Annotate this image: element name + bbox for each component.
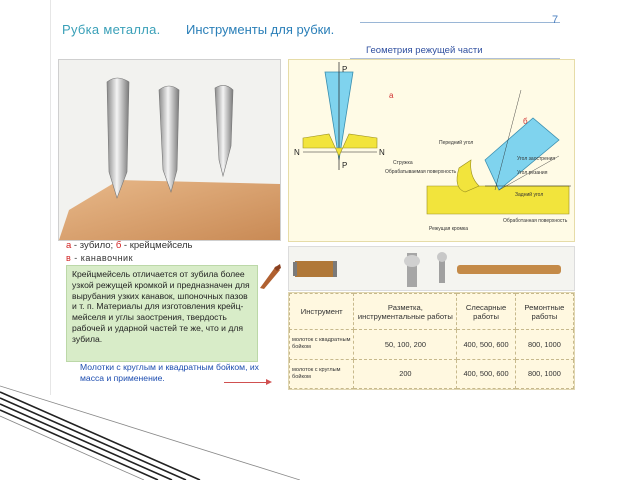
label-n-right: N	[379, 148, 385, 157]
callout-wedge-angle: Угол заострения	[517, 156, 555, 162]
hammer-head-square-icon	[293, 261, 337, 277]
legend-c-letter: в	[66, 253, 72, 263]
label-a: а	[389, 91, 394, 100]
hammer-round-icon	[437, 252, 447, 283]
legend-b-text: - крейцмейсель	[121, 240, 193, 251]
geometry-title-underline	[350, 58, 560, 59]
slide-title: Рубка металла.	[62, 22, 161, 37]
table-header-row: Инструмент Разметка, инструментальные ра…	[288, 292, 575, 331]
page-badge: 7	[552, 14, 559, 26]
legend-line-1: а - зубило; б - крейцмейсель	[66, 240, 193, 251]
callout-chip: Стружка	[393, 160, 413, 166]
table-cell: 800, 1000	[514, 358, 575, 390]
arrow-right-icon[interactable]	[266, 379, 272, 385]
wedge-b-icon	[484, 117, 560, 191]
chisel-c-icon	[214, 85, 234, 178]
cutting-geometry-svg: P P N N а б Передний угол Угол заострени…	[294, 62, 571, 232]
callout-work-surface: Обрабатываемая поверхность	[385, 169, 457, 175]
hammers-illustration	[288, 246, 575, 291]
table-header: Слесарные работы	[456, 292, 516, 331]
table-cell: 400, 500, 600	[456, 358, 516, 390]
slide-subtitle: Инструменты для рубки.	[186, 22, 335, 37]
slide-left-border	[50, 0, 51, 395]
table-cell: 200	[353, 358, 458, 390]
table-row: молоток с круглым бойком 200 400, 500, 6…	[288, 358, 575, 390]
label-p-top: P	[342, 65, 347, 74]
decorative-diagonal-lines	[0, 385, 300, 480]
description-note: Крейцмейсель отличается от зубила более …	[66, 265, 258, 362]
callout-cutting-angle: Угол резания	[517, 170, 548, 176]
workpiece-b-icon	[426, 185, 570, 215]
callout-cutting-edge: Режущая кромка	[429, 226, 468, 232]
hammer-side-icon	[404, 253, 420, 287]
table-header: Инструмент	[288, 292, 355, 331]
table-cell: молоток с квадратным бойком	[288, 329, 355, 360]
chisels-photo	[58, 59, 281, 241]
geometry-title: Геометрия режущей части	[366, 45, 483, 56]
table-header: Разметка, инструментальные работы	[353, 292, 458, 331]
table-header: Ремонтные работы	[514, 292, 575, 331]
label-n-left: N	[294, 148, 300, 157]
arrow-line	[224, 382, 268, 383]
callout-clearance-angle: Задний угол	[515, 191, 543, 198]
callout-rake-angle: Передний угол	[439, 139, 473, 146]
table-cell: 800, 1000	[514, 329, 575, 360]
chisels-illustration	[59, 60, 280, 240]
hammer-handle-icon	[457, 265, 561, 274]
wooden-board	[59, 180, 280, 240]
chisel-b-icon	[158, 85, 180, 193]
chisel-a-icon	[106, 77, 130, 199]
table-cell: 50, 100, 200	[353, 329, 458, 360]
legend-line-2: в - канавочник	[66, 253, 133, 263]
table-cell: молоток с круглым бойком	[288, 358, 355, 390]
workpiece-a-icon	[302, 133, 378, 157]
table-cell: 400, 500, 600	[456, 329, 516, 360]
hammers-link[interactable]: Молотки с круглым и квадратным бойком, и…	[80, 362, 259, 383]
chisel-thumbnail-icon	[258, 262, 282, 290]
hammer-mass-table: Инструмент Разметка, инструментальные ра…	[288, 292, 575, 390]
legend-a-text: - зубило;	[71, 240, 114, 251]
legend-a-letter: а	[66, 240, 72, 251]
cutting-geometry-diagram: P P N N а б Передний угол Угол заострени…	[288, 59, 575, 242]
label-b: б	[523, 117, 528, 126]
callout-machined-surface: Обработанная поверхность	[503, 218, 568, 224]
legend-b-letter: б	[115, 240, 122, 251]
label-p-bottom: P	[342, 161, 347, 170]
legend-c-text: - канавочник	[71, 253, 134, 263]
chip-icon	[456, 159, 480, 193]
table-row: молоток с квадратным бойком 50, 100, 200…	[288, 329, 575, 360]
header-divider	[360, 22, 560, 23]
